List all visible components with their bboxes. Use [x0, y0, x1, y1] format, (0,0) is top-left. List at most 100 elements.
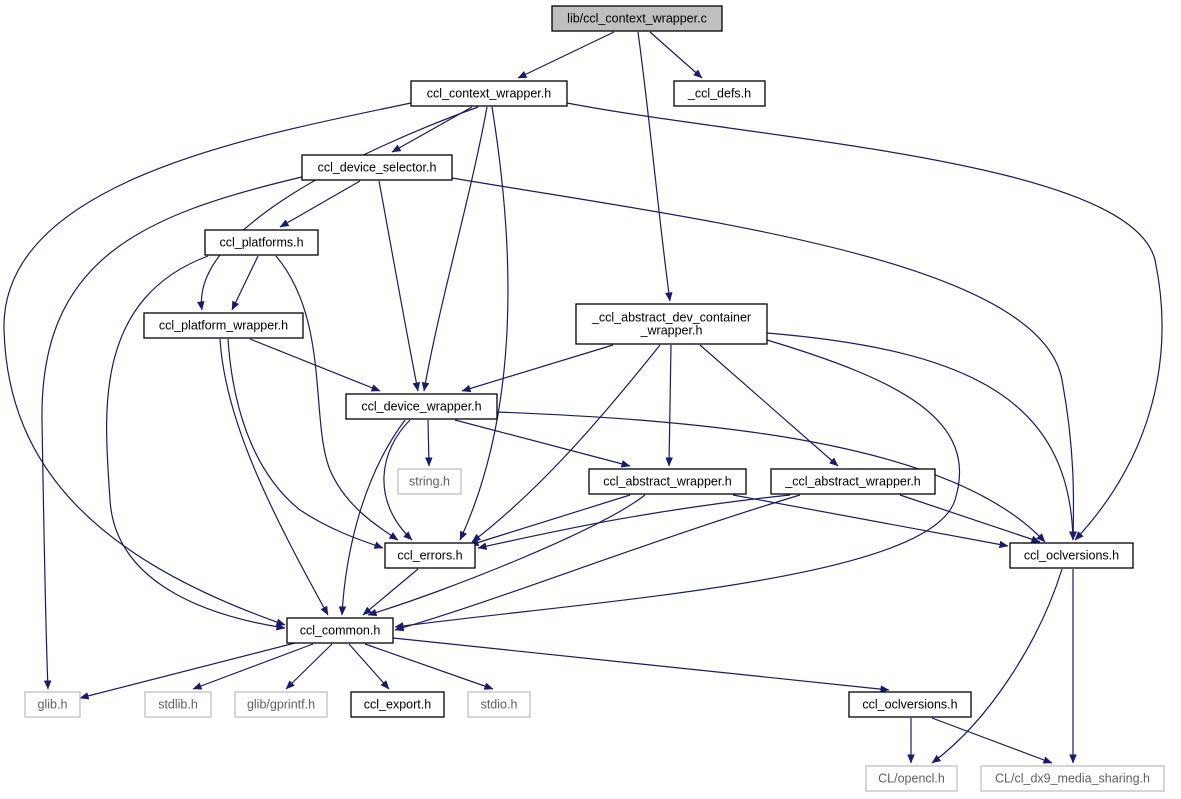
node-string_h: string.h	[397, 468, 462, 495]
node-label: glib.h	[38, 697, 68, 711]
node-label: _ccl_abstract_dev_container	[591, 310, 751, 324]
nodes-layer: lib/ccl_context_wrapper.c ccl_context_wra…	[24, 5, 1165, 792]
node-box	[575, 303, 768, 345]
node-label: ccl_abstract_wrapper.h	[603, 474, 732, 488]
node-device_wrapper_h[interactable]: ccl_device_wrapper.h	[345, 393, 498, 420]
node-oclversions_h_b[interactable]: ccl_oclversions.h	[848, 691, 972, 718]
edge-device_wrapper_h-to-errors_h	[383, 419, 413, 541]
edge-common_h-to-oclversions_h_b	[392, 637, 890, 693]
node-label: _wrapper.h	[640, 323, 703, 337]
edge-ccl_abstract_wrapper_h-to-errors_h	[469, 494, 631, 547]
node-box	[588, 468, 747, 495]
edge-platforms_h-to-platform_wrapper_h	[231, 255, 259, 311]
node-label: _ccl_abstract_wrapper.h	[784, 474, 921, 488]
node-box	[286, 617, 394, 644]
edge-common_h-to-export_h	[348, 643, 390, 690]
edge-context_wrapper_h-to-oclversions_h_a	[566, 102, 1163, 541]
node-label: stdlib.h	[158, 697, 198, 711]
node-box	[980, 765, 1165, 792]
node-box	[384, 542, 476, 569]
node-stdlib_h: stdlib.h	[144, 691, 212, 718]
node-label: ccl_context_wrapper.h	[427, 86, 551, 100]
node-box	[234, 691, 328, 718]
node-box	[350, 691, 445, 718]
edge-oclversions_h_a-to-opencl_h	[931, 568, 1063, 764]
node-box	[397, 468, 462, 495]
edge-common_h-to-stdlib_h	[192, 643, 314, 690]
edge-errors_h-to-common_h	[362, 568, 419, 616]
node-label: _ccl_defs.h	[687, 86, 751, 100]
edge-platform_wrapper_h-to-device_wrapper_h	[249, 338, 381, 392]
node-context_wrapper_h[interactable]: ccl_context_wrapper.h	[410, 80, 568, 107]
edge-ccl_abstract_wrapper_h-to-common_h	[367, 494, 646, 617]
edge-common_h-to-stdio_h	[364, 643, 494, 690]
edge-platform_wrapper_h-to-errors_h	[227, 338, 384, 549]
node-label: ccl_platforms.h	[219, 235, 303, 249]
edge-_ccl_abstract_wrapper_h-to-common_h	[394, 494, 801, 632]
node-label: ccl_oclversions.h	[1024, 548, 1119, 562]
node-label: ccl_export.h	[364, 697, 431, 711]
node-label: ccl_platform_wrapper.h	[159, 318, 288, 332]
edge-context_wrapper_h-to-device_wrapper_h	[421, 106, 488, 392]
node-export_h[interactable]: ccl_export.h	[350, 691, 445, 718]
node-box	[848, 691, 972, 718]
node-box	[24, 691, 81, 718]
node-gprintf_h: glib/gprintf.h	[234, 691, 328, 718]
node-box	[865, 765, 958, 792]
edge-device_selector_h-to-oclversions_h_a	[451, 177, 1077, 541]
node-box	[345, 393, 498, 420]
edge-abstract_dev_container_h-to-oclversions_h_a	[766, 332, 1077, 541]
node-box	[410, 80, 568, 107]
edge-context_wrapper_h-to-common_h	[3, 102, 412, 626]
edge-root-to-context_wrapper_h	[517, 31, 615, 79]
edge-abstract_dev_container_h-to-errors_h	[471, 344, 661, 543]
node-opencl_h: CL/opencl.h	[865, 765, 958, 792]
edge-device_wrapper_h-to-ccl_abstract_wrapper_h	[454, 419, 631, 468]
edge-common_h-to-gprintf_h	[285, 643, 333, 690]
edge-context_wrapper_h-to-platform_wrapper_h	[197, 106, 479, 311]
edge-device_wrapper_h-to-common_h	[338, 419, 406, 616]
edge-device_wrapper_h-to-string_h	[425, 419, 433, 467]
node-device_selector_h[interactable]: ccl_device_selector.h	[301, 154, 453, 181]
edge-root-to-abstract_dev_container_h	[637, 31, 673, 302]
node-label: CL/cl_dx9_media_sharing.h	[995, 771, 1150, 785]
edge-_ccl_abstract_wrapper_h-to-errors_h	[477, 494, 791, 550]
node-glib_h: glib.h	[24, 691, 81, 718]
node-box	[144, 691, 212, 718]
node-abstract_dev_container_h[interactable]: _ccl_abstract_dev_container_wrapper.h	[575, 303, 768, 345]
node-box	[204, 229, 319, 256]
edge-device_selector_h-to-platforms_h	[279, 180, 361, 228]
node-ccl_abstract_wrapper_h[interactable]: ccl_abstract_wrapper.h	[588, 468, 747, 495]
node-errors_h[interactable]: ccl_errors.h	[384, 542, 476, 569]
edge-platform_wrapper_h-to-common_h	[219, 338, 329, 616]
edge-oclversions_h_b-to-dx9_h	[931, 717, 1053, 764]
node-ccl_defs_h[interactable]: _ccl_defs.h	[673, 80, 766, 107]
node-root[interactable]: lib/ccl_context_wrapper.c	[551, 5, 723, 32]
edge-device_wrapper_h-to-oclversions_h_a	[496, 411, 1046, 543]
node-platform_wrapper_h[interactable]: ccl_platform_wrapper.h	[143, 312, 304, 339]
node-label: CL/opencl.h	[878, 771, 945, 785]
node-box	[770, 468, 936, 495]
edge-root-to-ccl_defs_h	[649, 31, 703, 79]
node-stdio_h: stdio.h	[467, 691, 531, 718]
edge-abstract_dev_container_h-to-_ccl_abstract_wrapper_h	[699, 344, 839, 467]
node-label: glib/gprintf.h	[247, 697, 315, 711]
node-oclversions_h_a[interactable]: ccl_oclversions.h	[1009, 542, 1134, 569]
node-box	[143, 312, 304, 339]
node-label: ccl_device_selector.h	[318, 160, 437, 174]
node-box	[673, 80, 766, 107]
node-label: ccl_device_wrapper.h	[361, 399, 481, 413]
edge-ccl_abstract_wrapper_h-to-oclversions_h_a	[732, 494, 1009, 549]
edge-abstract_dev_container_h-to-device_wrapper_h	[461, 344, 614, 393]
node-platforms_h[interactable]: ccl_platforms.h	[204, 229, 319, 256]
node-box	[1009, 542, 1134, 569]
edge-platforms_h-to-common_h	[105, 255, 286, 631]
node-label: ccl_errors.h	[397, 548, 462, 562]
edges-layer	[3, 31, 1163, 764]
edge-abstract_dev_container_h-to-common_h	[394, 339, 961, 630]
node-box	[467, 691, 531, 718]
node-_ccl_abstract_wrapper_h[interactable]: _ccl_abstract_wrapper.h	[770, 468, 936, 495]
node-label: lib/ccl_context_wrapper.c	[567, 11, 707, 25]
node-common_h[interactable]: ccl_common.h	[286, 617, 394, 644]
